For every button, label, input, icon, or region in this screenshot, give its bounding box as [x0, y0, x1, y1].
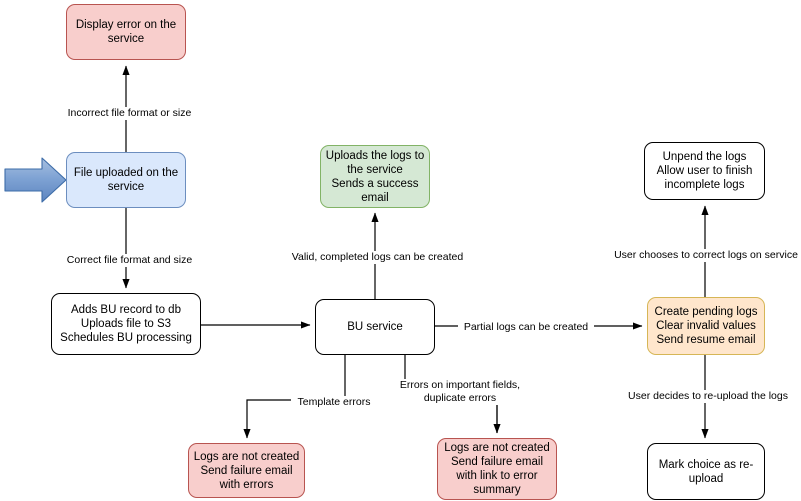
start-block-arrow-icon — [4, 157, 67, 203]
node-unpend-logs[interactable]: Unpend the logs Allow user to finish inc… — [644, 142, 765, 200]
edge-label-user-decides-reupload: User decides to re-upload the logs — [620, 390, 796, 403]
edge-label-incorrect-format: Incorrect file format or size — [60, 107, 199, 120]
node-bu-service[interactable]: BU service — [315, 299, 435, 355]
node-logs-not-created-summary[interactable]: Logs are not created Send failure email … — [437, 438, 557, 500]
node-logs-not-created-template[interactable]: Logs are not created Send failure email … — [188, 443, 305, 498]
edge-label-valid-completed-logs: Valid, completed logs can be created — [283, 251, 472, 264]
edge-label-partial-logs: Partial logs can be created — [458, 321, 594, 334]
edge-label-correct-format: Correct file format and size — [60, 254, 199, 267]
node-mark-choice-reupload[interactable]: Mark choice as re- upload — [647, 443, 765, 500]
node-create-pending-logs[interactable]: Create pending logs Clear invalid values… — [647, 297, 765, 355]
node-file-uploaded[interactable]: File uploaded on the service — [66, 152, 186, 208]
node-display-error[interactable]: Display error on the service — [66, 4, 186, 60]
node-adds-bu-record[interactable]: Adds BU record to db Uploads file to S3 … — [51, 293, 201, 355]
edge-label-errors-important-fields: Errors on important fields, duplicate er… — [392, 379, 528, 405]
node-uploads-logs[interactable]: Uploads the logs to the service Sends a … — [320, 145, 430, 208]
edge-label-user-chooses-correct: User chooses to correct logs on service — [607, 249, 801, 262]
edge-label-template-errors: Template errors — [291, 396, 377, 409]
